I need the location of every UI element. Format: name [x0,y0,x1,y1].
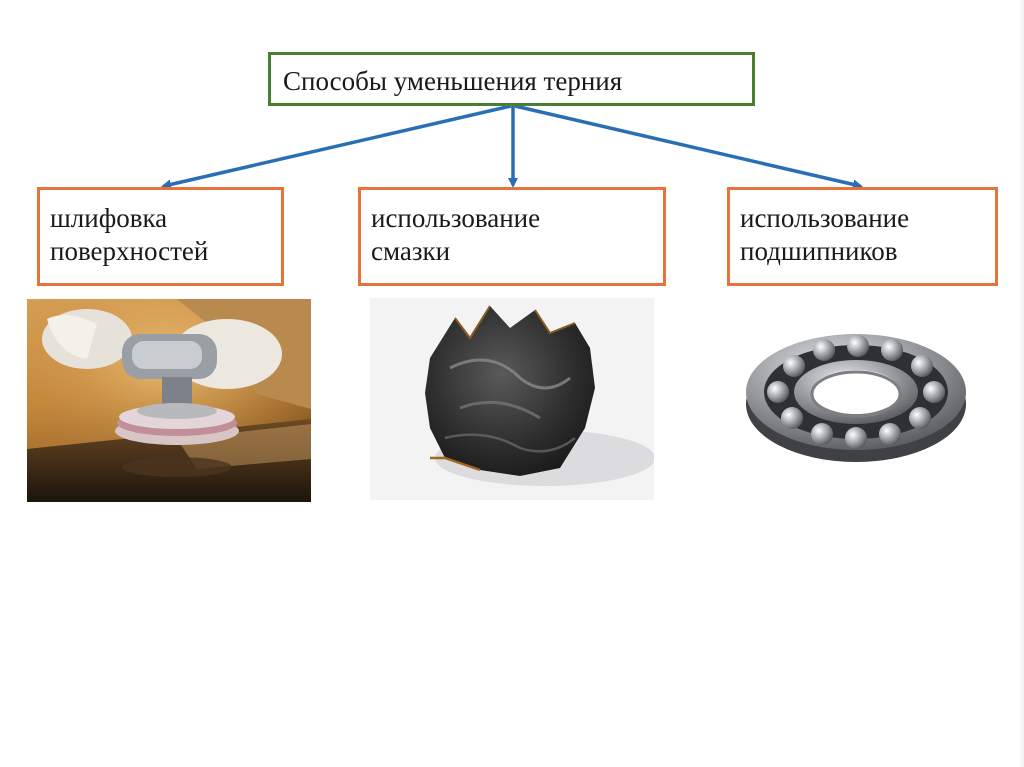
node-lubrication: использование смазки [358,187,666,286]
grinder-photo [27,299,311,502]
grease-photo [370,298,654,500]
bearing-illustration [738,326,974,466]
node-line: поверхностей [50,235,281,268]
node-line: смазки [371,235,663,268]
node-line: подшипников [740,235,995,268]
root-node: Способы уменьшения терния [268,52,755,106]
node-line: шлифовка [50,202,281,235]
arrow-to-left [164,106,511,186]
node-surface-grinding: шлифовка поверхностей [37,187,284,286]
node-line: использование [740,202,995,235]
root-node-text: Способы уменьшения терния [283,66,622,96]
grinder-illustration [27,299,311,502]
grease-illustration [370,298,654,500]
slide-edge [1019,0,1024,767]
bearing-photo [738,326,974,466]
arrow-to-right [515,106,860,186]
node-bearings: использование подшипников [727,187,998,286]
node-line: использование [371,202,663,235]
